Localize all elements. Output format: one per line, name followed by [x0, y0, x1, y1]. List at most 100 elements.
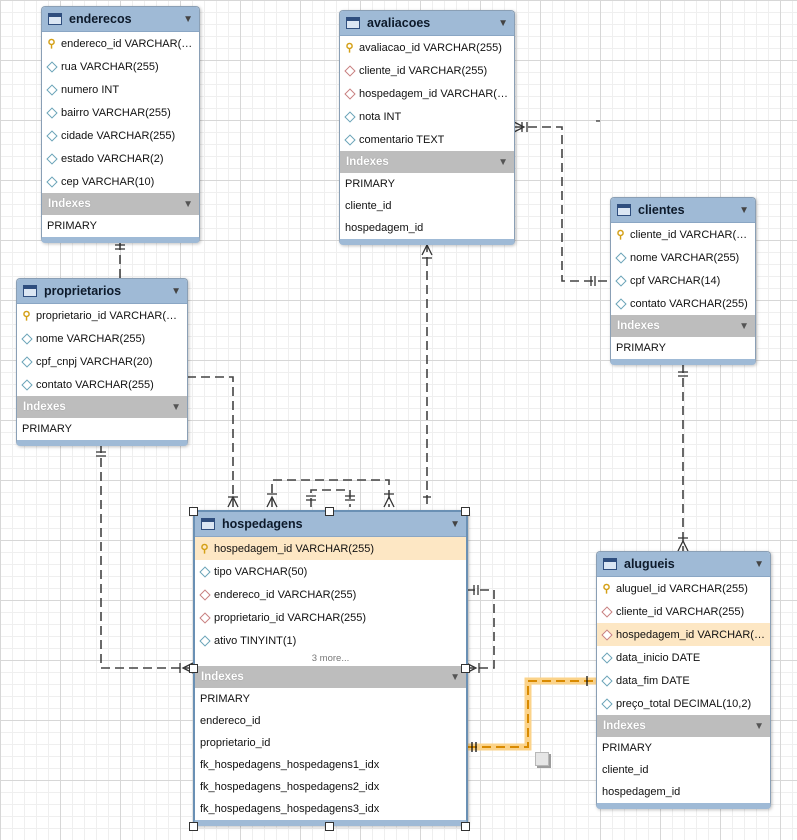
column-row[interactable]: numero INT [42, 78, 199, 101]
column-icon [45, 175, 58, 188]
index-row[interactable]: PRIMARY [47, 220, 97, 232]
index-row[interactable]: fk_hospedagens_hospedagens3_idx [200, 803, 380, 815]
index-row[interactable]: PRIMARY [345, 178, 395, 190]
column-row[interactable]: cpf VARCHAR(14) [611, 269, 755, 292]
column-row[interactable]: tipo VARCHAR(50) [195, 560, 466, 583]
column-icon [198, 565, 211, 578]
column-row[interactable]: cidade VARCHAR(255) [42, 124, 199, 147]
resize-handle[interactable] [461, 822, 470, 831]
index-row[interactable]: PRIMARY [602, 742, 652, 754]
collapse-triangle-icon[interactable]: ▼ [739, 320, 749, 332]
collapse-triangle-icon[interactable]: ▼ [183, 13, 193, 25]
foreign-key-icon [600, 628, 613, 641]
indexes-header[interactable]: Indexes▼ [611, 315, 755, 337]
column-row[interactable]: cep VARCHAR(10) [42, 170, 199, 193]
index-row[interactable]: hospedagem_id [602, 786, 681, 798]
table-proprietarios[interactable]: proprietarios ▼ ⚲proprietario_id VARCHAR… [16, 278, 188, 446]
column-row[interactable]: nome VARCHAR(255) [17, 327, 187, 350]
resize-handle[interactable] [325, 507, 334, 516]
index-row[interactable]: proprietario_id [200, 737, 271, 749]
indexes-header[interactable]: Indexes▼ [17, 396, 187, 418]
collapse-triangle-icon[interactable]: ▼ [498, 17, 508, 29]
resize-handle[interactable] [189, 507, 198, 516]
table-header[interactable]: hospedagens ▼ [195, 512, 466, 537]
column-row[interactable]: contato VARCHAR(255) [17, 373, 187, 396]
column-row[interactable]: preço_total DECIMAL(10,2) [597, 692, 770, 715]
index-row[interactable]: fk_hospedagens_hospedagens2_idx [200, 781, 380, 793]
collapse-triangle-icon[interactable]: ▼ [450, 671, 460, 683]
primary-key-icon: ⚲ [22, 310, 31, 322]
collapse-triangle-icon[interactable]: ▼ [754, 558, 764, 570]
column-row[interactable]: nome VARCHAR(255) [611, 246, 755, 269]
indexes-header[interactable]: Indexes▼ [42, 193, 199, 215]
table-hospedagens[interactable]: hospedagens ▼ ⚲hospedagem_id VARCHAR(255… [193, 510, 468, 826]
table-alugueis[interactable]: alugueis ▼ ⚲aluguel_id VARCHAR(255) clie… [596, 551, 771, 809]
index-row[interactable]: fk_hospedagens_hospedagens1_idx [200, 759, 380, 771]
table-clientes[interactable]: clientes ▼ ⚲cliente_id VARCHAR(25... nom… [610, 197, 756, 365]
column-icon [600, 697, 613, 710]
column-row[interactable]: cpf_cnpj VARCHAR(20) [17, 350, 187, 373]
column-row[interactable]: bairro VARCHAR(255) [42, 101, 199, 124]
table-avaliacoes[interactable]: avaliacoes ▼ ⚲avaliacao_id VARCHAR(255) … [339, 10, 515, 245]
index-row[interactable]: cliente_id [345, 200, 392, 212]
index-row[interactable]: PRIMARY [616, 342, 666, 354]
collapse-triangle-icon[interactable]: ▼ [183, 198, 193, 210]
table-enderecos[interactable]: enderecos ▼ ⚲endereco_id VARCHAR(25... r… [41, 6, 200, 243]
table-icon [48, 13, 62, 25]
table-header[interactable]: alugueis ▼ [597, 552, 770, 577]
column-row[interactable]: data_inicio DATE [597, 646, 770, 669]
collapse-triangle-icon[interactable]: ▼ [171, 401, 181, 413]
relationship-label-box[interactable] [535, 752, 549, 766]
collapse-triangle-icon[interactable]: ▼ [171, 285, 181, 297]
collapse-triangle-icon[interactable]: ▼ [450, 518, 460, 530]
indexes-header[interactable]: Indexes▼ [340, 151, 514, 173]
column-row[interactable]: ⚲aluguel_id VARCHAR(255) [602, 582, 748, 596]
relation-proprietarios-hospedagens [187, 376, 234, 507]
column-row[interactable]: ⚲avaliacao_id VARCHAR(255) [345, 41, 502, 55]
collapse-triangle-icon[interactable]: ▼ [498, 156, 508, 168]
column-row[interactable]: estado VARCHAR(2) [42, 147, 199, 170]
resize-handle[interactable] [461, 664, 470, 673]
column-row[interactable]: hospedagem_id VARCHAR(25... [597, 623, 770, 646]
column-row[interactable]: ⚲cliente_id VARCHAR(25... [616, 228, 750, 242]
indexes-header[interactable]: Indexes▼ [597, 715, 770, 737]
collapse-triangle-icon[interactable]: ▼ [754, 720, 764, 732]
column-row[interactable]: cliente_id VARCHAR(255) [340, 59, 514, 82]
resize-handle[interactable] [461, 507, 470, 516]
indexes-header[interactable]: Indexes▼ [195, 666, 466, 688]
column-row[interactable]: endereco_id VARCHAR(255) [195, 583, 466, 606]
resize-handle[interactable] [189, 664, 198, 673]
index-row[interactable]: endereco_id [200, 715, 261, 727]
table-header[interactable]: proprietarios ▼ [17, 279, 187, 304]
column-icon [343, 110, 356, 123]
column-icon [614, 297, 627, 310]
column-row[interactable]: ⚲endereco_id VARCHAR(25... [47, 37, 194, 51]
more-columns-link[interactable]: 3 more... [311, 653, 350, 664]
column-row[interactable]: nota INT [340, 105, 514, 128]
column-row[interactable]: ativo TINYINT(1) [195, 629, 466, 652]
table-header[interactable]: clientes ▼ [611, 198, 755, 223]
column-row[interactable]: cliente_id VARCHAR(255) [597, 600, 770, 623]
table-header[interactable]: enderecos ▼ [42, 7, 199, 32]
column-row[interactable]: rua VARCHAR(255) [42, 55, 199, 78]
resize-handle[interactable] [189, 822, 198, 831]
column-row[interactable]: contato VARCHAR(255) [611, 292, 755, 315]
index-row[interactable]: PRIMARY [22, 423, 72, 435]
primary-key-icon: ⚲ [47, 38, 56, 50]
relation-proprietarios-hospedagens-left [100, 444, 193, 669]
column-row[interactable]: ⚲proprietario_id VARCHAR(255) [22, 309, 182, 323]
table-header[interactable]: avaliacoes ▼ [340, 11, 514, 36]
resize-handle[interactable] [325, 822, 334, 831]
column-row[interactable]: data_fim DATE [597, 669, 770, 692]
index-row[interactable]: hospedagem_id [345, 222, 424, 234]
column-row[interactable]: comentario TEXT [340, 128, 514, 151]
index-row[interactable]: cliente_id [602, 764, 649, 776]
column-icon [45, 60, 58, 73]
column-row[interactable]: proprietario_id VARCHAR(255) [195, 606, 466, 629]
column-row[interactable]: ⚲hospedagem_id VARCHAR(255) [195, 537, 466, 560]
index-row[interactable]: PRIMARY [200, 693, 250, 705]
foreign-key-icon [198, 611, 211, 624]
foreign-key-icon [343, 64, 356, 77]
column-row[interactable]: hospedagem_id VARCHAR(25... [340, 82, 514, 105]
collapse-triangle-icon[interactable]: ▼ [739, 204, 749, 216]
